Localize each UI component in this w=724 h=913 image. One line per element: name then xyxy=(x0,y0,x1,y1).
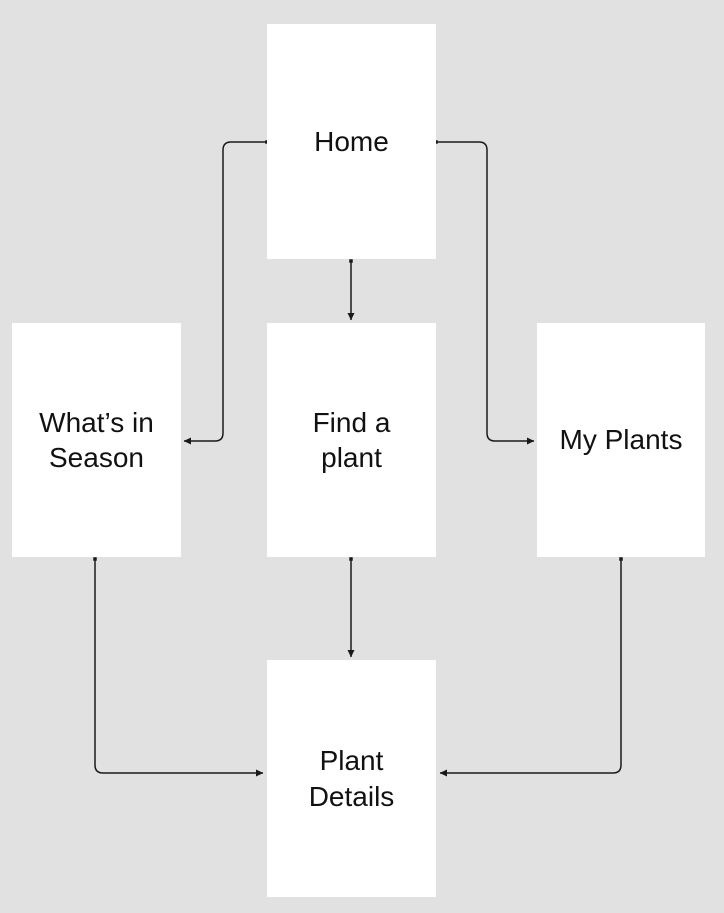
node-find-a-plant[interactable]: Find a plant xyxy=(267,323,436,557)
node-home[interactable]: Home xyxy=(267,24,436,259)
edge-home-to-whats-in-season xyxy=(183,140,269,445)
node-plant-details[interactable]: Plant Details xyxy=(267,660,436,897)
node-plant-details-label: Plant Details xyxy=(308,745,395,812)
edge-whats-in-season-to-plant-details xyxy=(93,557,264,777)
node-home-label: Home xyxy=(314,125,389,157)
edge-my-plants-to-plant-details xyxy=(439,557,623,777)
node-my-plants-label: My Plants xyxy=(559,424,683,456)
edge-home-to-my-plants xyxy=(434,140,535,445)
node-find-a-plant-label: Find a plant xyxy=(312,406,391,473)
node-whats-in-season-label: What’s in Season xyxy=(39,406,154,473)
node-my-plants[interactable]: My Plants xyxy=(537,323,705,557)
node-whats-in-season[interactable]: What’s in Season xyxy=(12,323,181,557)
